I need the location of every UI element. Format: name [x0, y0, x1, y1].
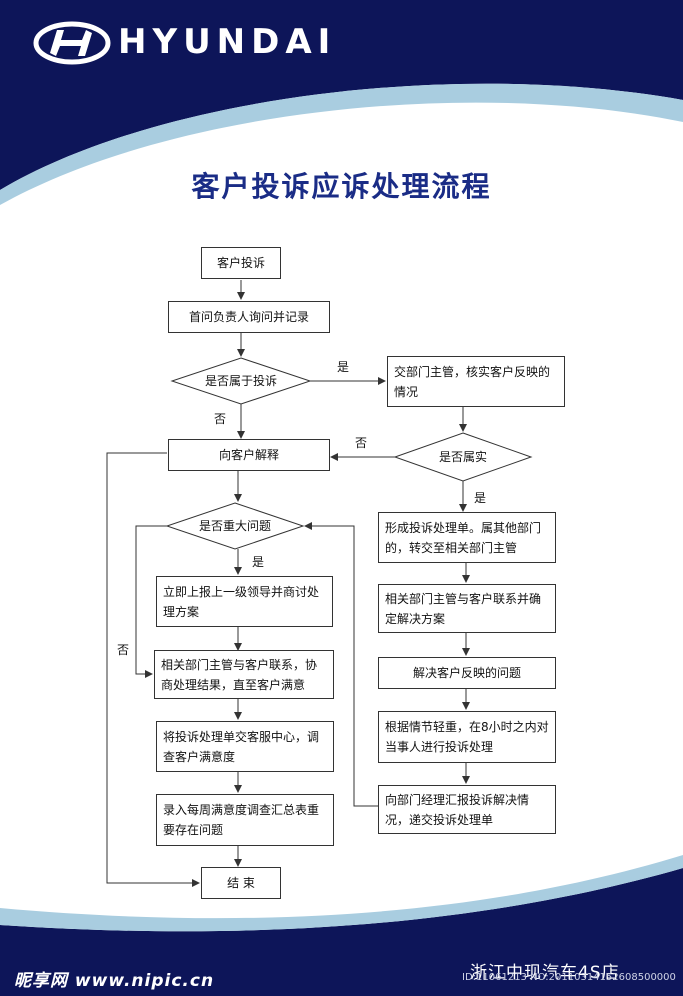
- top-swoosh: [0, 83, 683, 205]
- label-no-complaint: 否: [214, 412, 227, 426]
- node-report-upper: 立即上报上一级领导并商讨处理方案: [156, 576, 333, 627]
- label-yes-major: 是: [252, 555, 265, 569]
- node-contact-solution-text: 相关部门主管与客户联系并确定解决方案: [385, 591, 542, 626]
- node-handle-8h-text: 根据情节轻重，在8小时之内对当事人进行投诉处理: [385, 720, 549, 754]
- node-service-center: 将投诉处理单交客服中心，调查客户满意度: [156, 721, 334, 772]
- brand-name: HYUNDAI: [118, 22, 337, 62]
- node-report-manager-text: 向部门经理汇报投诉解决情况，递交投诉处理单: [385, 792, 530, 827]
- node-negotiate-text: 相关部门主管与客户联系，协商处理结果，直至客户满意: [161, 657, 318, 692]
- node-end-text: 结 束: [227, 876, 255, 890]
- node-explain: 向客户解释: [168, 439, 330, 471]
- node-service-center-text: 将投诉处理单交客服中心，调查客户满意度: [163, 729, 320, 764]
- dealer-name: 浙江中现汽车4S店: [470, 963, 620, 983]
- decision-is-true-text: 是否属实: [438, 450, 487, 464]
- node-handle-8h: 根据情节轻重，在8小时之内对当事人进行投诉处理: [378, 711, 556, 763]
- node-record-weekly: 录入每周满意度调查汇总表重要存在问题: [156, 794, 334, 846]
- decision-is-complaint-text: 是否属于投诉: [204, 374, 277, 388]
- node-complaint: 客户投诉: [201, 247, 281, 279]
- label-no-major: 否: [117, 643, 130, 657]
- node-end: 结 束: [201, 867, 281, 899]
- node-solve-text: 解决客户反映的问题: [412, 666, 521, 680]
- node-dept-head-verify: 交部门主管，核实客户反映的情况: [387, 356, 565, 407]
- node-negotiate: 相关部门主管与客户联系，协商处理结果，直至客户满意: [154, 650, 334, 699]
- node-first-contact: 首问负责人询问并记录: [168, 301, 330, 333]
- node-form-sheet: 形成投诉处理单。属其他部门的，转交至相关部门主管: [378, 512, 556, 563]
- bottom-swoosh: [0, 855, 683, 932]
- page-title: 客户投诉应诉处理流程: [191, 170, 492, 203]
- node-explain-text: 向客户解释: [218, 448, 279, 462]
- label-yes-complaint: 是: [337, 360, 350, 374]
- node-solve: 解决客户反映的问题: [378, 657, 556, 689]
- decision-is-major-text: 是否重大问题: [198, 519, 271, 533]
- node-report-upper-text: 立即上报上一级领导并商讨处理方案: [163, 584, 320, 619]
- node-contact-solution: 相关部门主管与客户联系并确定解决方案: [378, 584, 556, 633]
- watermark-site: 昵享网 www.nipic.cn: [14, 971, 215, 991]
- page-body: [0, 83, 683, 932]
- label-yes-true: 是: [474, 491, 487, 505]
- node-first-contact-text: 首问负责人询问并记录: [188, 310, 309, 324]
- node-form-sheet-text: 形成投诉处理单。属其他部门的，转交至相关部门主管: [385, 520, 542, 555]
- hyundai-logo-icon: [33, 21, 111, 65]
- label-no-true: 否: [355, 436, 368, 450]
- node-record-weekly-text: 录入每周满意度调查汇总表重要存在问题: [163, 803, 320, 837]
- node-complaint-text: 客户投诉: [216, 256, 265, 270]
- decision-is-major: [165, 502, 305, 550]
- node-report-manager: 向部门经理汇报投诉解决情况，递交投诉处理单: [378, 785, 556, 834]
- image-id-watermark: ID:11061213 NO:20110314152608500000: [462, 972, 676, 983]
- node-dept-head-verify-text: 交部门主管，核实客户反映的情况: [394, 364, 551, 399]
